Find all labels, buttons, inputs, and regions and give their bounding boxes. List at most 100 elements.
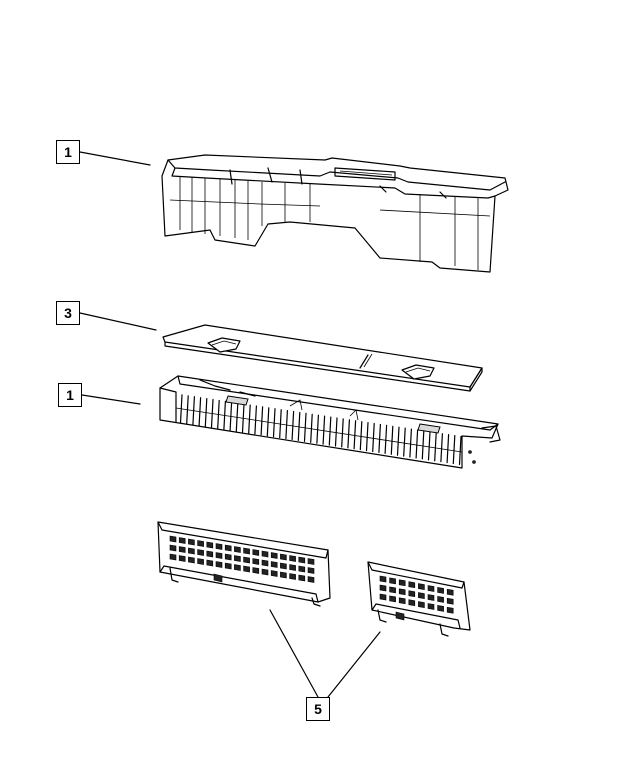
grid-cell — [206, 541, 214, 549]
grid-cell — [289, 573, 296, 580]
leader-lines — [79, 151, 381, 698]
grid-cell — [261, 568, 269, 576]
line-detail — [458, 435, 462, 466]
grid-cell — [289, 564, 296, 571]
line-detail — [409, 428, 412, 458]
grid-cell — [389, 577, 396, 585]
part-storage-tray-middle — [159, 375, 501, 469]
line-detail — [297, 411, 301, 442]
line-detail — [316, 414, 319, 444]
grid-cell — [270, 561, 278, 568]
line-detail — [384, 424, 388, 454]
grid-cell — [261, 559, 269, 567]
grid-cell — [215, 561, 223, 568]
grid-cell — [169, 535, 177, 543]
line-detail — [396, 426, 400, 456]
grid-cell — [298, 574, 306, 582]
grid-cell — [224, 562, 232, 570]
grid-cell — [379, 584, 387, 592]
line-detail — [452, 434, 456, 465]
grid-cell — [234, 564, 241, 571]
line-detail — [440, 433, 443, 463]
callout-label: 1 — [64, 144, 72, 160]
grid-cell — [215, 552, 223, 559]
grid-cell — [243, 556, 250, 564]
grid-cell — [188, 538, 195, 546]
part-divider-panel-left — [157, 521, 331, 607]
line-detail — [175, 407, 463, 453]
grid-cell — [298, 565, 306, 573]
grid-cell — [280, 562, 287, 570]
grid-cell — [206, 550, 214, 558]
grid-cell — [197, 549, 204, 556]
line-detail — [390, 425, 394, 455]
grid-cell — [252, 567, 260, 574]
callout-part-3: 3 — [56, 301, 80, 325]
grid-cell — [427, 594, 435, 601]
callout-label: 3 — [64, 305, 72, 321]
part-cover-lid — [162, 324, 483, 392]
grid-cell — [398, 597, 406, 605]
line-detail — [328, 416, 332, 446]
grid-cell — [243, 565, 250, 573]
grid-cell — [197, 558, 204, 565]
grid-cell — [178, 546, 186, 553]
grid-cell — [446, 597, 454, 605]
grid-cell — [437, 587, 444, 594]
line-detail — [285, 409, 288, 440]
grid-cell — [234, 546, 241, 553]
line-detail — [378, 423, 381, 454]
part-storage-bin-top — [161, 154, 509, 273]
grid-cell — [261, 550, 269, 558]
grid-cell — [234, 555, 241, 562]
grid-cell — [408, 599, 416, 607]
grid-cell — [379, 593, 387, 601]
grid-cell — [280, 553, 287, 561]
grid-cell — [408, 590, 416, 598]
callout-part-1-middle: 1 — [58, 383, 82, 407]
grid-cell — [178, 555, 186, 562]
line-detail — [372, 422, 375, 453]
part-divider-panel-right — [367, 561, 471, 637]
grid-cell — [289, 555, 296, 562]
grid-cell — [169, 553, 177, 561]
grid-cell — [408, 581, 416, 589]
line-detail — [403, 427, 406, 457]
grid-cell — [307, 558, 315, 565]
grid-cell — [270, 552, 278, 559]
grid-cell — [188, 547, 195, 555]
line-detail — [347, 419, 350, 449]
line-detail — [434, 432, 437, 462]
grid-cell — [169, 544, 177, 552]
line-detail — [303, 412, 307, 442]
grid-cell — [224, 553, 232, 561]
grid-cell — [437, 605, 444, 612]
line-detail — [421, 430, 425, 460]
callout-label: 5 — [314, 701, 322, 717]
grid-cell — [418, 592, 425, 599]
grid-cell — [418, 583, 425, 590]
line-detail — [353, 420, 357, 450]
grid-cell — [418, 601, 425, 608]
grid-cell — [379, 575, 387, 583]
grid-cell — [389, 586, 396, 594]
grid-cell — [298, 556, 306, 564]
grid-cell — [206, 559, 214, 567]
grid-cell — [446, 606, 454, 614]
line-detail — [365, 422, 369, 452]
line-detail — [359, 421, 363, 451]
grid-cell — [307, 567, 315, 574]
line-detail — [341, 418, 344, 448]
line-detail — [310, 413, 313, 443]
grid-cell — [307, 576, 315, 583]
line-detail — [446, 434, 450, 464]
callout-part-1-top: 1 — [56, 140, 80, 164]
line-detail — [291, 410, 295, 441]
grid-cell — [437, 596, 444, 603]
grid-cell — [270, 570, 278, 577]
grid-cell — [215, 543, 223, 550]
grid-cell — [280, 571, 287, 579]
grid-cell — [398, 579, 406, 587]
